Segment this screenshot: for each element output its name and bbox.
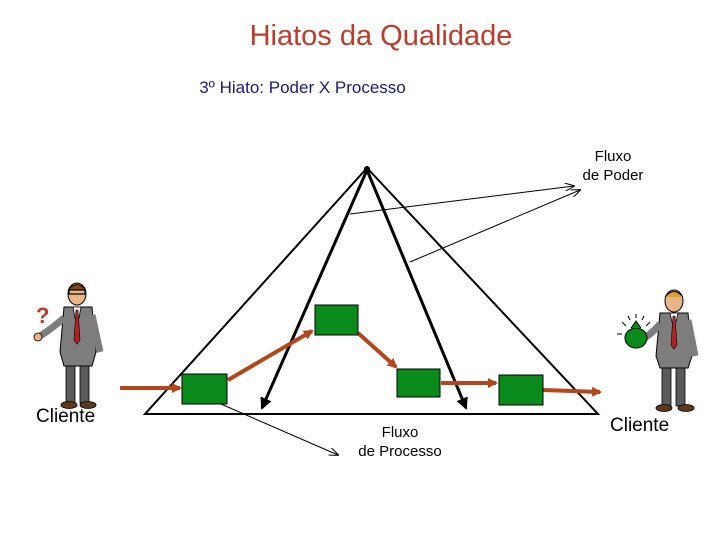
process-arrow-3 bbox=[356, 331, 398, 369]
businessman-right-icon bbox=[638, 289, 699, 412]
poder-pointer-2 bbox=[409, 190, 580, 263]
process-box-1 bbox=[181, 373, 228, 405]
businessman-left-icon bbox=[33, 282, 104, 409]
cliente-right-label: Cliente bbox=[610, 415, 670, 436]
pyramid-apex bbox=[364, 166, 370, 172]
fluxo-processo-label: Fluxo de Processo bbox=[345, 423, 455, 461]
power-flow-line-left bbox=[260, 169, 369, 410]
process-arrow-2 bbox=[226, 329, 314, 382]
fluxo-processo-line1: Fluxo bbox=[381, 424, 419, 441]
page-subtitle: 3º Hiato: Poder X Processo bbox=[199, 78, 406, 97]
process-box-2 bbox=[314, 304, 359, 336]
poder-pointer-1 bbox=[349, 186, 574, 215]
process-box-3 bbox=[396, 368, 441, 398]
fluxo-processo-line2: de Processo bbox=[358, 443, 442, 460]
cliente-left-label: Cliente bbox=[36, 406, 96, 427]
money-bag-icon bbox=[617, 314, 651, 349]
fluxo-poder-label: Fluxo de Poder bbox=[563, 147, 663, 185]
question-mark: ? bbox=[36, 303, 50, 328]
process-arrow-5 bbox=[542, 386, 602, 397]
pyramid-triangle bbox=[142, 166, 601, 415]
process-box-4 bbox=[498, 374, 544, 406]
fluxo-poder-line1: Fluxo bbox=[594, 148, 632, 165]
fluxo-poder-line2: de Poder bbox=[582, 167, 644, 184]
processo-pointer bbox=[213, 400, 338, 455]
page-title: Hiatos da Qualidade bbox=[249, 20, 513, 52]
